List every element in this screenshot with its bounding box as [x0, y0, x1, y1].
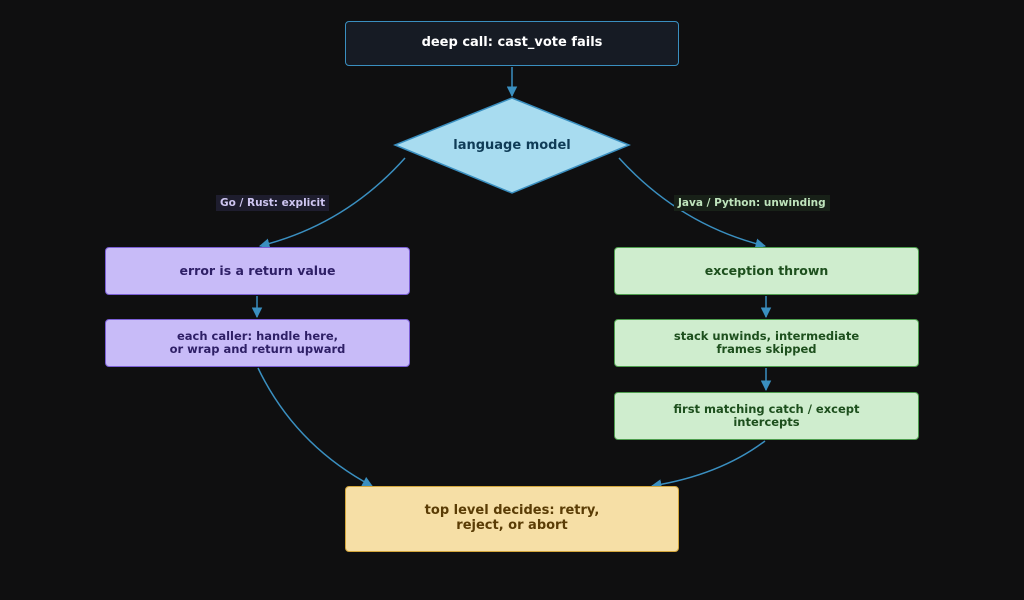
return-value-label: error is a return value — [179, 262, 336, 278]
edge-purple2-to-end — [257, 367, 373, 487]
exception-thrown-node: exception thrown — [614, 247, 919, 295]
right-branch-label: Java / Python: unwinding — [674, 195, 830, 211]
end-node-label: top level decides: retry, reject, or abo… — [424, 503, 600, 533]
left-branch-label: Go / Rust: explicit — [216, 195, 330, 211]
caller-handle-label: each caller: handle here, or wrap and re… — [169, 328, 346, 356]
edge-decision-to-right — [618, 157, 767, 249]
decision-diamond — [393, 97, 631, 194]
decision-node-label: language model — [453, 138, 571, 153]
decision-node: language model — [395, 98, 629, 193]
edge-decision-to-left — [258, 157, 406, 249]
edge-green3-to-end — [650, 440, 766, 490]
return-value-node: error is a return value — [105, 247, 410, 295]
caller-handle-node: each caller: handle here, or wrap and re… — [105, 319, 410, 367]
exception-thrown-label: exception thrown — [704, 262, 829, 278]
end-node: top level decides: retry, reject, or abo… — [345, 486, 679, 552]
stack-unwinds-node: stack unwinds, intermediate frames skipp… — [614, 319, 919, 367]
start-node-label: deep call: cast_vote fails — [421, 35, 603, 51]
catch-intercepts-label: first matching catch / except intercepts — [673, 401, 860, 429]
stack-unwinds-label: stack unwinds, intermediate frames skipp… — [673, 328, 860, 356]
catch-intercepts-node: first matching catch / except intercepts — [614, 392, 919, 440]
start-node: deep call: cast_vote fails — [345, 21, 679, 66]
